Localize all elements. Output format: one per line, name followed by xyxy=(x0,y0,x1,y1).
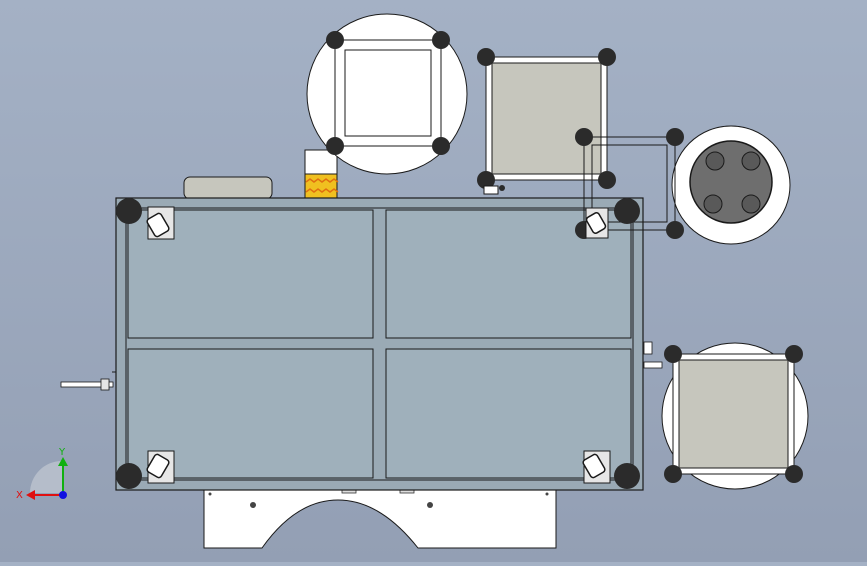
x-axis-label: X xyxy=(16,490,23,501)
top-tab xyxy=(183,176,273,200)
x-axis-arrow-icon xyxy=(26,490,35,500)
right-fittings xyxy=(643,341,663,369)
z-axis-icon xyxy=(59,491,67,499)
axis-triad: Y X xyxy=(16,447,68,501)
top-circular-unit xyxy=(306,13,468,175)
caster-bottom-left xyxy=(116,450,175,489)
upper-right-box xyxy=(477,48,616,195)
hose-neck xyxy=(304,149,339,200)
bottom-base-plate xyxy=(203,487,557,549)
caster-top-right xyxy=(585,198,640,239)
main-frame xyxy=(115,197,644,491)
left-rod xyxy=(60,371,116,391)
caster-bottom-right xyxy=(582,450,640,489)
lower-right-unit xyxy=(661,342,809,490)
y-axis-label: Y xyxy=(58,447,66,458)
rotor-disc xyxy=(671,125,791,245)
caster-top-left xyxy=(116,198,175,240)
right-square-frame xyxy=(575,128,684,239)
y-axis-arrow-icon xyxy=(58,457,68,466)
